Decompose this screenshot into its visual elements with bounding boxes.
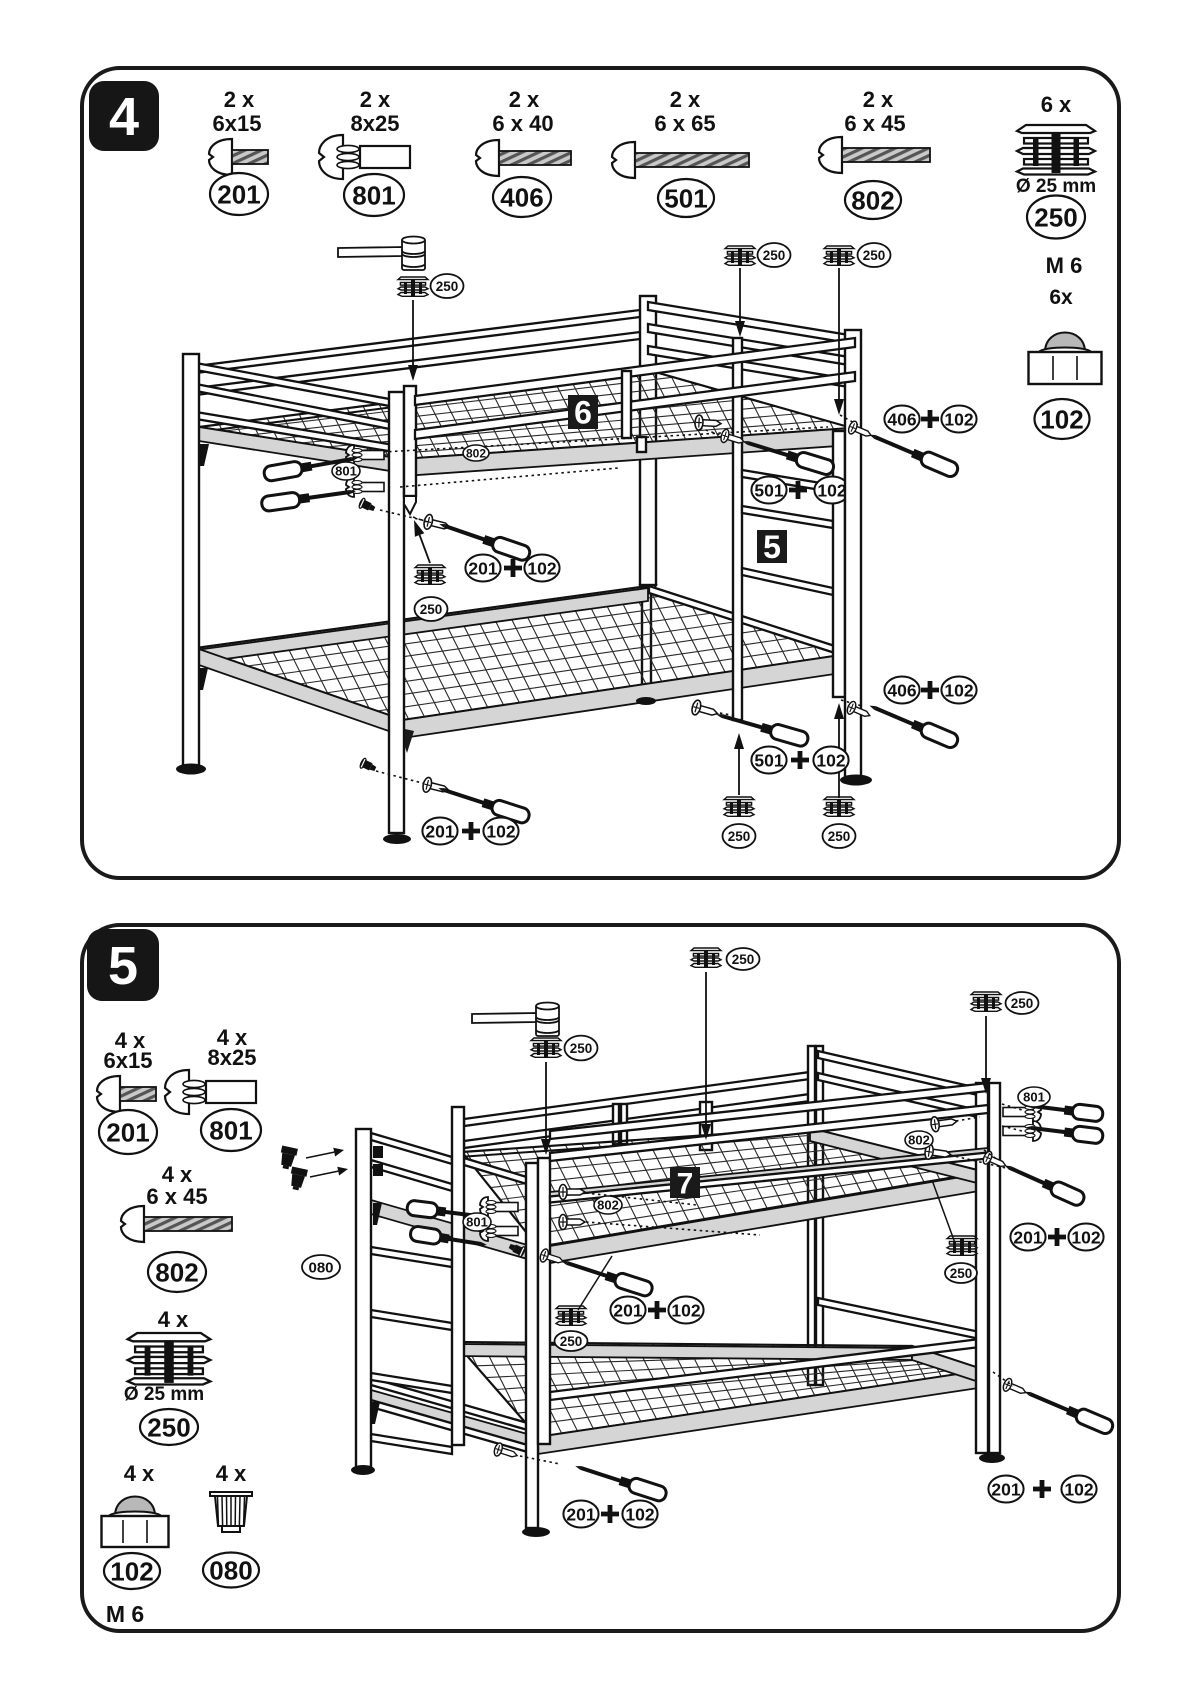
svg-text:102: 102 xyxy=(1040,404,1083,434)
svg-text:M 6: M 6 xyxy=(1046,253,1083,278)
svg-text:080: 080 xyxy=(308,1259,333,1276)
svg-text:102: 102 xyxy=(816,750,845,770)
svg-text:501: 501 xyxy=(754,750,783,770)
svg-text:8x25: 8x25 xyxy=(208,1045,257,1070)
svg-text:250: 250 xyxy=(732,952,755,967)
svg-text:201: 201 xyxy=(425,821,454,841)
svg-text:4: 4 xyxy=(109,87,139,147)
svg-text:201: 201 xyxy=(613,1300,642,1320)
svg-text:8x25: 8x25 xyxy=(351,111,400,136)
svg-text:406: 406 xyxy=(500,182,543,212)
svg-text:201: 201 xyxy=(1013,1227,1042,1247)
svg-text:250: 250 xyxy=(147,1412,190,1442)
svg-text:2 x: 2 x xyxy=(670,87,701,112)
svg-text:5: 5 xyxy=(108,936,138,996)
svg-text:201: 201 xyxy=(106,1117,149,1147)
svg-text:801: 801 xyxy=(352,180,395,210)
svg-text:250: 250 xyxy=(950,1266,973,1281)
svg-text:801: 801 xyxy=(1023,1090,1045,1105)
svg-text:102: 102 xyxy=(1071,1227,1100,1247)
svg-text:802: 802 xyxy=(466,446,486,460)
svg-text:802: 802 xyxy=(851,185,894,215)
svg-text:250: 250 xyxy=(420,602,443,617)
svg-text:250: 250 xyxy=(1034,202,1077,232)
svg-text:250: 250 xyxy=(828,829,851,844)
svg-text:250: 250 xyxy=(728,829,751,844)
svg-text:102: 102 xyxy=(110,1556,153,1586)
svg-text:102: 102 xyxy=(1064,1479,1093,1499)
svg-text:7: 7 xyxy=(677,1167,694,1200)
svg-text:102: 102 xyxy=(527,558,556,578)
svg-text:250: 250 xyxy=(560,1334,583,1349)
svg-text:102: 102 xyxy=(944,680,973,700)
svg-text:6: 6 xyxy=(574,395,592,431)
svg-text:6x: 6x xyxy=(1049,286,1073,309)
svg-text:6 x: 6 x xyxy=(1041,92,1072,117)
svg-text:6 x 40: 6 x 40 xyxy=(492,111,553,136)
svg-text:250: 250 xyxy=(1011,996,1034,1011)
svg-text:802: 802 xyxy=(155,1257,198,1287)
svg-text:201: 201 xyxy=(468,558,497,578)
svg-text:2 x: 2 x xyxy=(863,87,894,112)
svg-text:201: 201 xyxy=(991,1479,1020,1499)
svg-text:201: 201 xyxy=(566,1504,595,1524)
svg-text:4 x: 4 x xyxy=(158,1307,189,1332)
svg-text:102: 102 xyxy=(486,821,515,841)
svg-text:Ø 25 mm: Ø 25 mm xyxy=(124,1384,204,1405)
svg-text:6x15: 6x15 xyxy=(104,1048,153,1073)
svg-text:5: 5 xyxy=(763,529,781,565)
svg-text:802: 802 xyxy=(597,1198,619,1213)
svg-text:406: 406 xyxy=(887,680,916,700)
svg-text:6 x 45: 6 x 45 xyxy=(844,111,905,136)
svg-text:2 x: 2 x xyxy=(509,87,540,112)
svg-text:4 x: 4 x xyxy=(124,1461,155,1486)
svg-text:801: 801 xyxy=(466,1215,488,1230)
svg-text:501: 501 xyxy=(754,480,783,500)
svg-text:250: 250 xyxy=(570,1041,593,1056)
svg-text:2 x: 2 x xyxy=(224,87,255,112)
svg-text:102: 102 xyxy=(671,1300,700,1320)
svg-text:6 x 45: 6 x 45 xyxy=(146,1184,207,1209)
svg-text:4 x: 4 x xyxy=(216,1461,247,1486)
svg-text:501: 501 xyxy=(664,183,707,213)
svg-text:6x15: 6x15 xyxy=(213,111,262,136)
svg-text:6 x 65: 6 x 65 xyxy=(654,111,715,136)
svg-text:080: 080 xyxy=(209,1555,252,1585)
svg-text:250: 250 xyxy=(763,248,786,263)
svg-text:802: 802 xyxy=(908,1133,930,1148)
svg-text:M 6: M 6 xyxy=(106,1601,144,1627)
svg-text:801: 801 xyxy=(209,1115,252,1145)
svg-text:250: 250 xyxy=(863,248,886,263)
svg-text:801: 801 xyxy=(335,464,357,479)
svg-text:Ø 25 mm: Ø 25 mm xyxy=(1016,176,1096,197)
svg-text:2 x: 2 x xyxy=(360,87,391,112)
svg-text:201: 201 xyxy=(217,179,260,209)
svg-text:250: 250 xyxy=(436,279,459,294)
svg-text:102: 102 xyxy=(625,1504,654,1524)
svg-text:102: 102 xyxy=(944,409,973,429)
svg-text:102: 102 xyxy=(817,480,846,500)
svg-text:406: 406 xyxy=(887,409,916,429)
